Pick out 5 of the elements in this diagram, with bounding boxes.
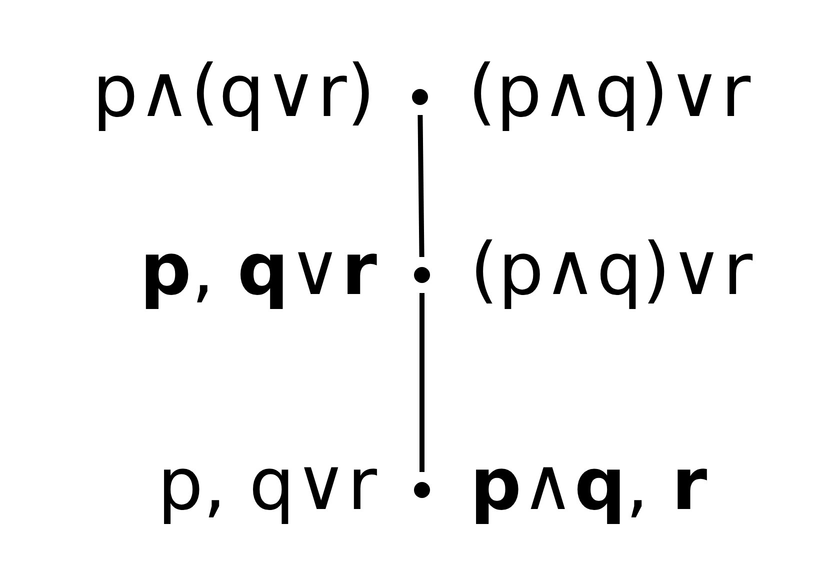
connector-line [420, 293, 424, 472]
dot [414, 482, 430, 498]
dot [414, 267, 430, 283]
connector-line [418, 114, 424, 258]
dot [412, 89, 428, 105]
